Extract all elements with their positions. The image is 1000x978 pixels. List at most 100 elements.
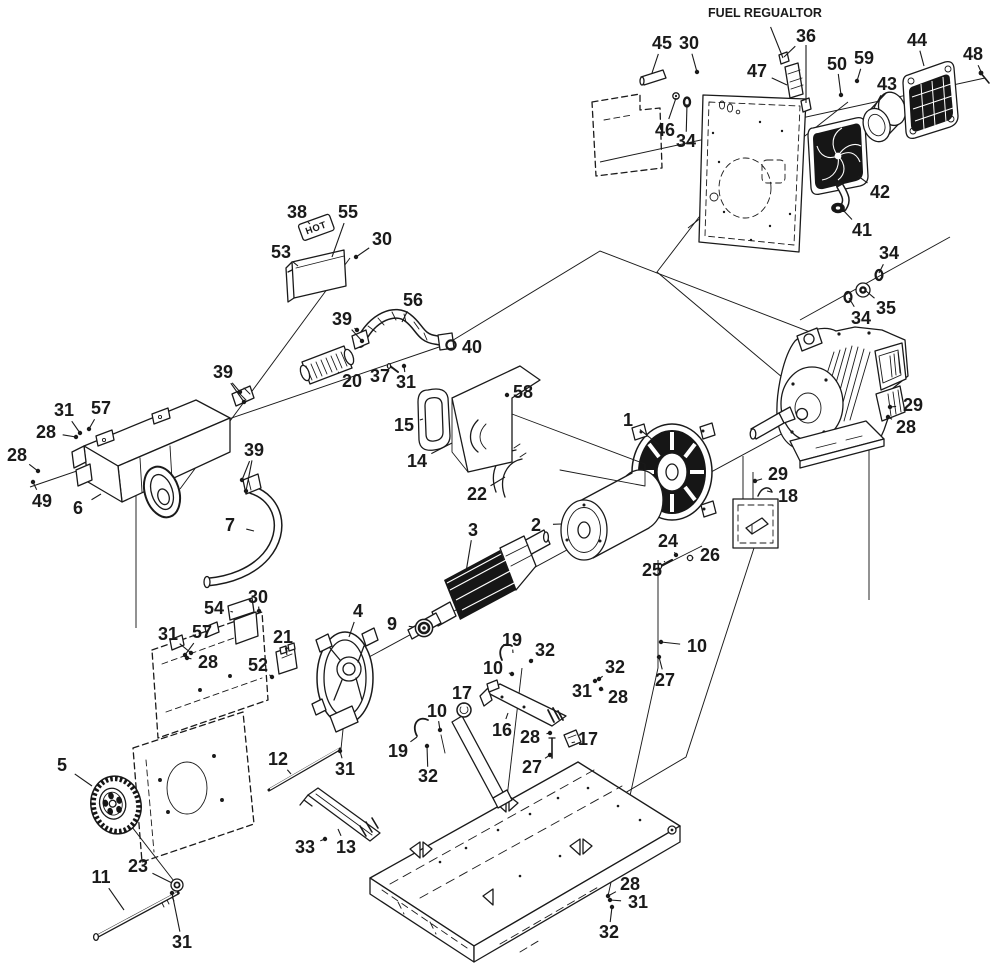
callout-label: 24	[658, 531, 678, 551]
callout-label: 17	[452, 683, 472, 703]
callout-30: 30	[679, 33, 699, 74]
part-clip-19b	[415, 719, 428, 736]
callout-label: 22	[467, 484, 487, 504]
callout-17: 17	[452, 683, 472, 704]
callout-label: 28	[608, 687, 628, 707]
callout-label: 40	[462, 337, 482, 357]
part-flex-tube-56	[352, 312, 454, 350]
part-muffler-6	[72, 400, 230, 522]
callout-label: 34	[676, 131, 696, 151]
callout-label: 46	[655, 120, 675, 140]
callout-53: 53	[271, 242, 298, 266]
callout-label: 48	[963, 44, 983, 64]
callout-label: 32	[535, 640, 555, 660]
part-control-box-18	[733, 488, 778, 548]
callout-label: 38	[287, 202, 307, 222]
callout-label: 7	[225, 515, 235, 535]
callout-28: 28	[7, 445, 40, 473]
part-screws-24-25-26	[658, 555, 692, 568]
callout-label: 31	[158, 624, 178, 644]
callout-19: 19	[502, 630, 522, 653]
callout-40: 40	[455, 337, 482, 357]
callout-5: 5	[57, 755, 92, 786]
callout-57: 57	[87, 398, 111, 431]
callout-10: 10	[483, 658, 514, 678]
callout-28: 28	[599, 687, 628, 707]
callout-50: 50	[827, 54, 847, 97]
callout-44: 44	[907, 30, 927, 66]
callout-label: 2	[531, 515, 541, 535]
callout-label: FUEL REGUALTOR	[708, 6, 822, 20]
callout-label: 45	[652, 33, 672, 53]
callout-46: 46	[655, 98, 676, 140]
callout-label: 17	[578, 729, 598, 749]
part-base-frame	[370, 762, 680, 962]
callout-34: 34	[849, 298, 871, 328]
callout-label: 54	[204, 598, 224, 618]
callout-label: 30	[248, 587, 268, 607]
callout-label: 32	[418, 766, 438, 786]
callout-label: 39	[244, 440, 264, 460]
callout-label: 28	[620, 874, 640, 894]
callout-39: 39	[213, 362, 246, 404]
callout-34: 34	[879, 243, 899, 273]
callout-label: 28	[36, 422, 56, 442]
callout-13: 13	[336, 829, 356, 857]
part-cover-44	[903, 62, 958, 139]
callout-label: 3	[468, 520, 478, 540]
callout-29: 29	[753, 464, 788, 484]
callout-39: 39	[332, 309, 364, 343]
callout-52: 52	[248, 655, 274, 679]
callout-28: 28	[520, 727, 552, 747]
callout-label: 15	[394, 415, 414, 435]
callout-label: 29	[903, 395, 923, 415]
callout-label: 55	[338, 202, 358, 222]
callout-49: 49	[31, 480, 52, 511]
callout-label: 50	[827, 54, 847, 74]
callout-28: 28	[185, 652, 218, 672]
callout-label: 31	[396, 372, 416, 392]
callout-label: 31	[335, 759, 355, 779]
callout-22: 22	[467, 477, 505, 504]
part-bracket-14	[452, 366, 645, 486]
part-grommet-17	[457, 703, 471, 717]
callout-28: 28	[36, 422, 78, 442]
callout-label: 41	[852, 220, 872, 240]
callout-34: 34	[676, 104, 696, 151]
callout-label: 28	[7, 445, 27, 465]
callout-label: 52	[248, 655, 268, 675]
callout-label: 25	[642, 560, 662, 580]
callout-label: 39	[213, 362, 233, 382]
callout-6: 6	[73, 494, 101, 518]
callout-label: 19	[502, 630, 522, 650]
callout-4: 4	[349, 601, 363, 637]
part-cap-23	[171, 879, 183, 891]
callout-label: 12	[268, 749, 288, 769]
callout-label: 26	[700, 545, 720, 565]
part-exhaust-pipe-7	[204, 474, 278, 588]
callout-26: 26	[692, 545, 720, 565]
callout-label: 32	[599, 922, 619, 942]
callout-31: 31	[170, 891, 192, 952]
callout-label: 28	[520, 727, 540, 747]
callout-label: 32	[605, 657, 625, 677]
callout-55: 55	[332, 202, 358, 257]
callout-31: 31	[335, 749, 355, 779]
callout-label: 30	[679, 33, 699, 53]
callout-45: 45	[652, 33, 672, 73]
callout-label: 1	[623, 410, 633, 430]
part-shield-panel-53	[286, 250, 346, 302]
callout-label: 19	[388, 741, 408, 761]
part-mounting-bracket	[592, 94, 662, 176]
callout-label: 44	[907, 30, 927, 50]
callout-28: 28	[886, 415, 916, 437]
callout-label: 28	[896, 417, 916, 437]
callout-33: 33	[295, 837, 327, 857]
callout-32: 32	[529, 640, 555, 663]
callout-label: 10	[483, 658, 503, 678]
callout-label: 39	[332, 309, 352, 329]
callout-label: 49	[32, 491, 52, 511]
callout-label: 43	[877, 74, 897, 94]
callout-label: 42	[870, 182, 890, 202]
